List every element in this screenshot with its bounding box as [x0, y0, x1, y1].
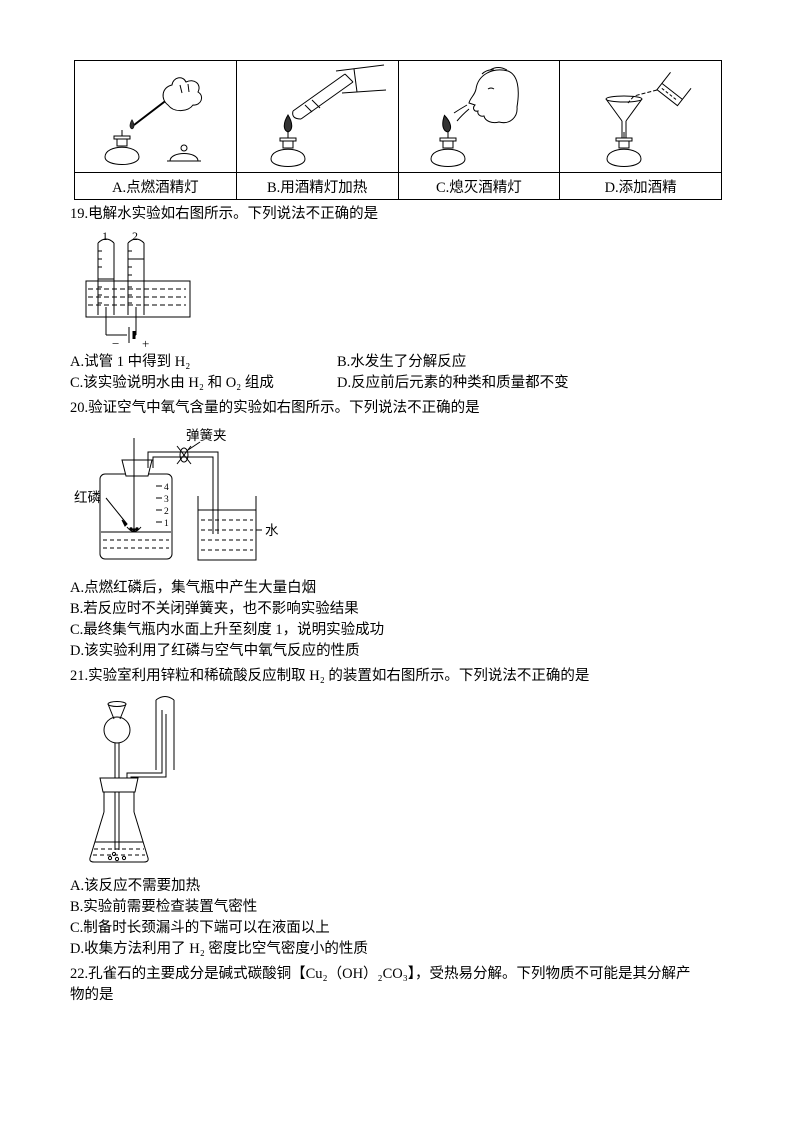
lamp-option-a-label: A.点燃酒精灯	[74, 172, 237, 200]
scale-3: 3	[164, 495, 169, 505]
lamp-option-d-label: D.添加酒精	[559, 172, 722, 200]
q21-option-a: A.该反应不需要加热	[70, 878, 201, 894]
cell-extinguish-lamp	[397, 60, 561, 173]
q19-options: A.试管 1 中得到 H₂ B.水发生了分解反应 C.该实验说明水由 H₂ 和 …	[70, 352, 726, 394]
light-lamp-figure-icon	[104, 76, 203, 165]
q21-option-c: C.制备时长颈漏斗的下端可以在液面以上	[70, 920, 330, 936]
q20-stem: 20.验证空气中氧气含量的实验如右图所示。下列说法不正确的是	[70, 400, 480, 416]
lamp-option-b-label: B.用酒精灯加热	[235, 172, 399, 200]
tube1-label: 1	[102, 229, 108, 243]
air-oxygen-content-diagram: 弹簧夹 红磷 水 4 3 2 1	[74, 428, 279, 561]
q22-stem-line2: 物的是	[70, 987, 114, 1003]
q19-option-a: A.试管 1 中得到 H₂	[70, 354, 191, 370]
positive-terminal-label: +	[142, 336, 149, 351]
q20-options: A.点燃红磷后，集气瓶中产生大量白烟 B.若反应时不关闭弹簧夹，也不影响实验结果…	[70, 578, 726, 662]
cell-light-lamp	[74, 60, 237, 173]
extinguish-lamp-figure-icon	[430, 66, 519, 167]
cell-add-alcohol	[559, 60, 722, 173]
lamp-images-row	[74, 60, 722, 173]
negative-terminal-label: −	[112, 336, 119, 351]
scale-2: 2	[164, 507, 169, 517]
cell-heat-with-lamp	[235, 60, 399, 173]
spring-clamp-label: 弹簧夹	[186, 428, 227, 443]
lamp-option-c-label: C.熄灭酒精灯	[397, 172, 561, 200]
q19-option-d: D.反应前后元素的种类和质量都不变	[337, 375, 569, 391]
water-label: 水	[265, 523, 279, 538]
q21-options: A.该反应不需要加热 B.实验前需要检查装置气密性 C.制备时长颈漏斗的下端可以…	[70, 876, 726, 960]
q20-option-d: D.该实验利用了红磷与空气中氧气反应的性质	[70, 643, 360, 659]
lamp-operations-table: A.点燃酒精灯 B.用酒精灯加热 C.熄灭酒精灯 D.添加酒精	[74, 60, 722, 200]
tube2-label: 2	[132, 229, 138, 243]
q19-option-b: B.水发生了分解反应	[337, 354, 467, 370]
scale-4: 4	[164, 483, 169, 493]
add-alcohol-figure-icon	[605, 71, 692, 167]
heat-with-lamp-figure-icon	[270, 64, 387, 167]
electrolysis-diagram: 1 2 − +	[85, 229, 191, 351]
q19-stem: 19.电解水实验如右图所示。下列说法不正确的是	[70, 206, 379, 222]
q20-option-c: C.最终集气瓶内水面上升至刻度 1，说明实验成功	[70, 622, 385, 638]
q20-option-b: B.若反应时不关闭弹簧夹，也不影响实验结果	[70, 601, 359, 617]
hydrogen-generator-diagram	[89, 696, 175, 863]
q19-option-c: C.该实验说明水由 H₂ 和 O₂ 组成	[70, 375, 274, 391]
q21-option-b: B.实验前需要检查装置气密性	[70, 899, 258, 915]
exam-content: A.点燃酒精灯 B.用酒精灯加热 C.熄灭酒精灯 D.添加酒精 19.电解水实验…	[70, 60, 726, 1006]
q21-stem: 21.实验室利用锌粒和稀硫酸反应制取 H₂ 的装置如右图所示。下列说法不正确的是	[70, 668, 590, 684]
red-phosphorus-label: 红磷	[74, 490, 101, 505]
q20-option-a: A.点燃红磷后，集气瓶中产生大量白烟	[70, 580, 317, 596]
q21-option-d: D.收集方法利用了 H₂ 密度比空气密度小的性质	[70, 941, 368, 957]
q22-stem-line1: 22.孔雀石的主要成分是碱式碳酸铜【Cu₂（OH）₂CO₃】，受热易分解。下列物…	[70, 966, 691, 982]
lamp-labels-row: A.点燃酒精灯 B.用酒精灯加热 C.熄灭酒精灯 D.添加酒精	[74, 172, 722, 200]
scale-1: 1	[164, 519, 169, 529]
